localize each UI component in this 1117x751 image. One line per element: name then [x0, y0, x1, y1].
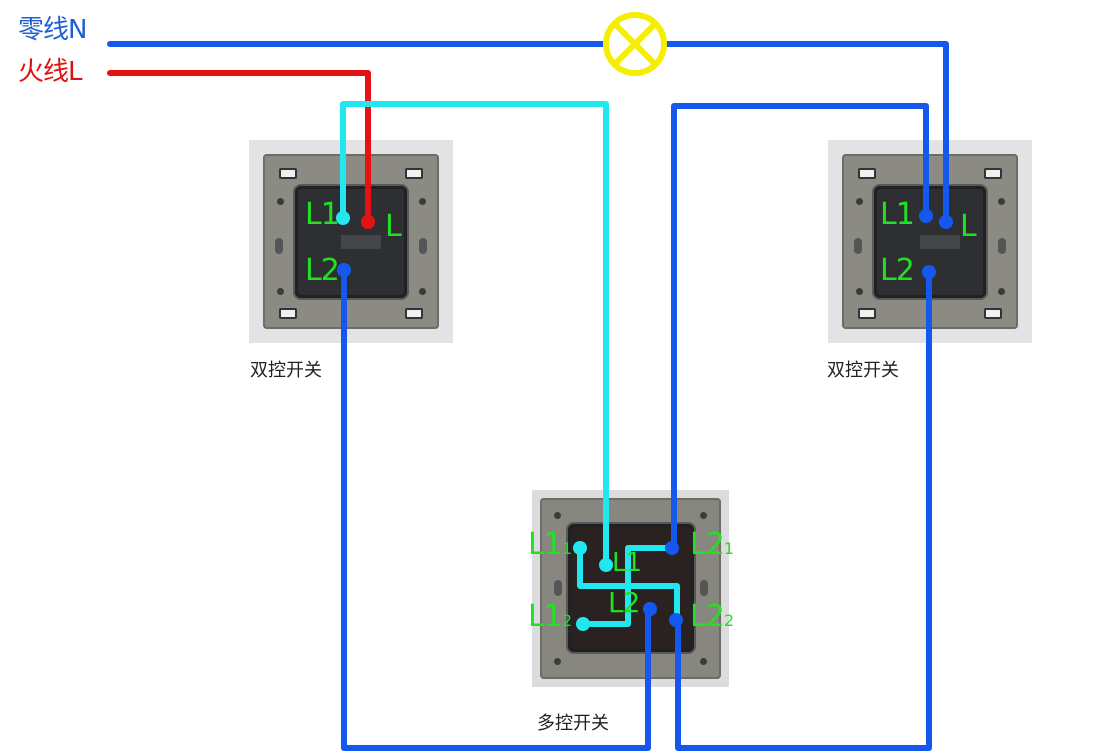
terminal-label-sub: 2 [723, 611, 734, 630]
mount-slot [419, 238, 427, 254]
left-switch-caption: 双控开关 [250, 360, 322, 381]
screw-icon [700, 658, 707, 665]
traveler-wire-right-L2-to-multi-L2-2 [675, 269, 932, 751]
terminal-label-L1-1: L11 [528, 527, 572, 564]
mount-slot [854, 238, 862, 254]
terminal-label-L2-1: L21 [690, 527, 734, 564]
terminal-label-main: L2 [690, 599, 725, 634]
screw-icon [856, 198, 863, 205]
terminal-label-L1: L1 [880, 197, 915, 232]
live-wire-label: 火线L [18, 57, 82, 87]
mount-tab [279, 308, 297, 319]
mount-slot [275, 238, 283, 254]
terminal-label-sub: 1 [723, 539, 734, 558]
terminal-label-sub: 2 [561, 611, 572, 630]
screw-icon [277, 288, 284, 295]
mount-tab [405, 308, 423, 319]
lamp-icon [603, 12, 667, 76]
live-wire [107, 70, 371, 225]
terminal-label-L2-2: L22 [690, 599, 734, 636]
traveler-wire-right-L1-to-multi-L2-1 [671, 103, 929, 551]
mount-tab [984, 168, 1002, 179]
mount-slot [998, 238, 1006, 254]
mount-tab [858, 308, 876, 319]
screw-icon [419, 288, 426, 295]
terminal-dots [336, 209, 953, 631]
screw-icon [554, 512, 561, 519]
terminal-label-main: L1 [528, 599, 563, 634]
mount-tab [984, 308, 1002, 319]
traveler-wire-left-L2-to-multi-L2 [341, 267, 651, 751]
mount-tab [405, 168, 423, 179]
brand-plate [920, 235, 960, 249]
terminal-label-L2: L2 [305, 253, 340, 288]
terminal-label-L: L [960, 209, 977, 244]
terminal-label-L1: L1 [305, 197, 340, 232]
mount-slot [554, 580, 562, 596]
screw-icon [419, 198, 426, 205]
bridge-L2-1-to-L1-2 [580, 545, 675, 627]
mount-slot [700, 580, 708, 596]
brand-plate [341, 235, 381, 249]
terminal-label-L2-common: L2 [608, 586, 640, 619]
left-two-way-switch [249, 140, 453, 343]
mount-tab [858, 168, 876, 179]
multi-switch-caption: 多控开关 [537, 713, 609, 734]
terminal-label-L1-common: L1 [612, 548, 642, 578]
multi-way-switch [532, 490, 729, 687]
mount-tab [279, 168, 297, 179]
screw-icon [700, 512, 707, 519]
terminal-label-L1-2: L12 [528, 599, 572, 636]
terminal-label-L2: L2 [880, 253, 915, 288]
neutral-wire-to-right-L [663, 41, 949, 225]
traveler-wire-left-L1-to-multi-L1 [340, 101, 609, 568]
screw-icon [554, 658, 561, 665]
screw-icon [277, 198, 284, 205]
terminal-label-L: L [385, 209, 402, 244]
terminal-label-sub: 1 [561, 539, 572, 558]
terminal-label-main: L2 [690, 527, 725, 562]
screw-icon [998, 288, 1005, 295]
screw-icon [998, 198, 1005, 205]
terminal-label-main: L1 [528, 527, 563, 562]
screw-icon [856, 288, 863, 295]
right-switch-caption: 双控开关 [827, 360, 899, 381]
neutral-wire-label: 零线N [18, 15, 87, 45]
